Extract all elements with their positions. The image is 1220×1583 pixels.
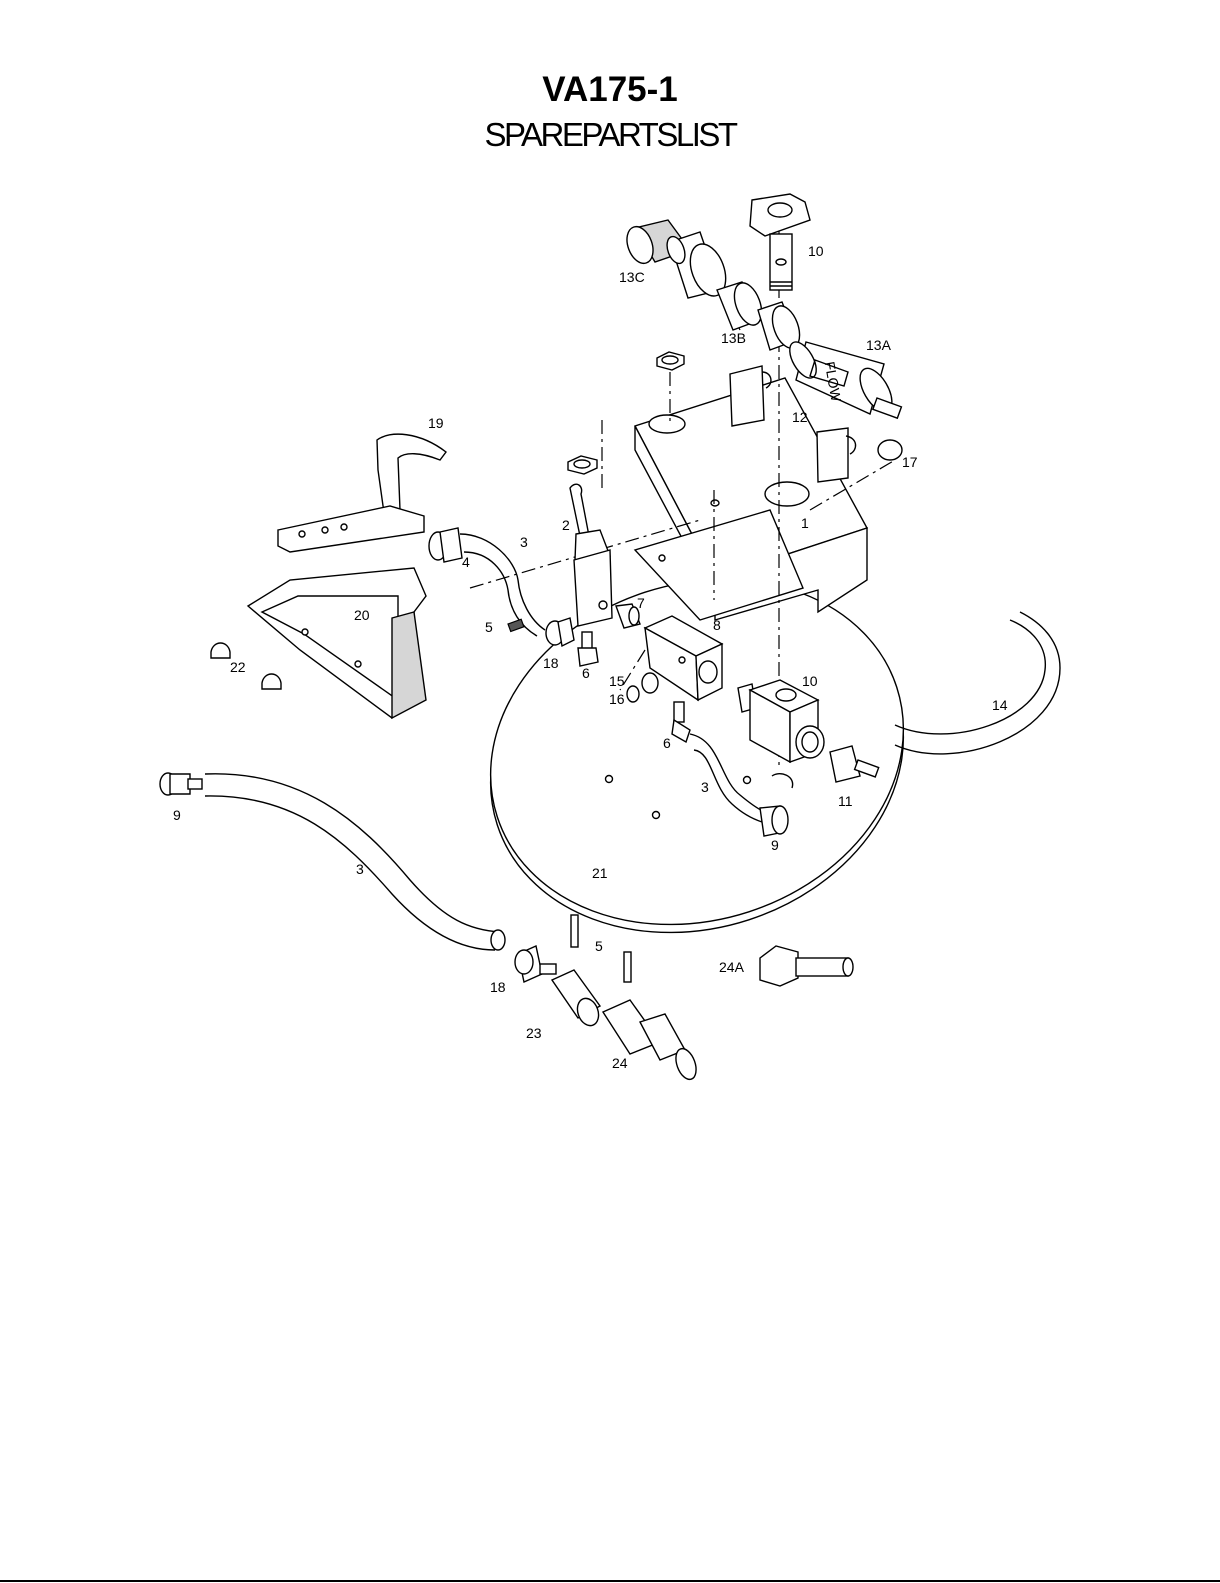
callout-3-upper: 3 xyxy=(520,534,528,550)
callout-4: 4 xyxy=(462,554,470,570)
part-22-acorn-nuts xyxy=(211,643,281,689)
callout-10: 10 xyxy=(808,243,824,259)
callout-22: 22 xyxy=(230,659,246,675)
callout-10-lower: 10 xyxy=(802,673,818,689)
part-17-cap xyxy=(878,440,902,460)
part-3-hose-upper xyxy=(460,534,545,630)
hex-nut-toggle xyxy=(568,456,597,474)
part-5-screw-upper xyxy=(508,619,524,631)
part-24a-hose-barb xyxy=(760,946,853,986)
callout-21: 21 xyxy=(592,865,608,881)
callout-9-left: 9 xyxy=(173,807,181,823)
callout-13a: 13A xyxy=(866,337,892,353)
part-10-valve-handle xyxy=(750,194,810,290)
part-2-toggle-valve xyxy=(570,484,612,626)
callout-3-lower: 3 xyxy=(701,779,709,795)
callout-14: 14 xyxy=(992,697,1008,713)
callout-5-upper: 5 xyxy=(485,619,493,635)
part-19-lever xyxy=(278,434,446,552)
callout-18-lower: 18 xyxy=(490,979,506,995)
callout-16: 16 xyxy=(609,691,625,707)
callout-13b: 13B xyxy=(721,330,746,346)
callout-8: 8 xyxy=(713,617,721,633)
callout-20: 20 xyxy=(354,607,370,623)
part-23-adapter xyxy=(540,964,602,1029)
callout-24a: 24A xyxy=(719,959,745,975)
callout-1: 1 xyxy=(801,515,809,531)
callout-6-lower: 6 xyxy=(663,735,671,751)
callout-17: 17 xyxy=(902,454,918,470)
callout-2: 2 xyxy=(562,517,570,533)
part-9-fitting-left xyxy=(160,773,202,795)
callout-19: 19 xyxy=(428,415,444,431)
callout-12: 12 xyxy=(792,409,808,425)
callout-9-lower: 9 xyxy=(771,837,779,853)
callout-6-upper: 6 xyxy=(582,665,590,681)
callout-11: 11 xyxy=(838,793,853,809)
part-4-fitting xyxy=(429,528,462,562)
callout-15: 15 xyxy=(609,673,625,689)
part-18-nut-upper xyxy=(546,618,574,646)
callout-13c: 13C xyxy=(619,269,645,285)
part-9-fitting-lower xyxy=(760,806,788,836)
part-18-nut-lower xyxy=(515,946,542,982)
part-14-hose xyxy=(895,620,1045,734)
hex-nut-upper xyxy=(657,352,684,370)
callout-24: 24 xyxy=(612,1055,628,1071)
callout-7: 7 xyxy=(637,595,645,611)
callout-3-long: 3 xyxy=(356,861,364,877)
callout-23: 23 xyxy=(526,1025,542,1041)
callout-18-upper: 18 xyxy=(543,655,559,671)
part-20-holder xyxy=(248,568,426,718)
callout-5-lower: 5 xyxy=(595,938,603,954)
part-13c-housing xyxy=(622,220,732,301)
bottom-rule xyxy=(0,1580,1220,1582)
